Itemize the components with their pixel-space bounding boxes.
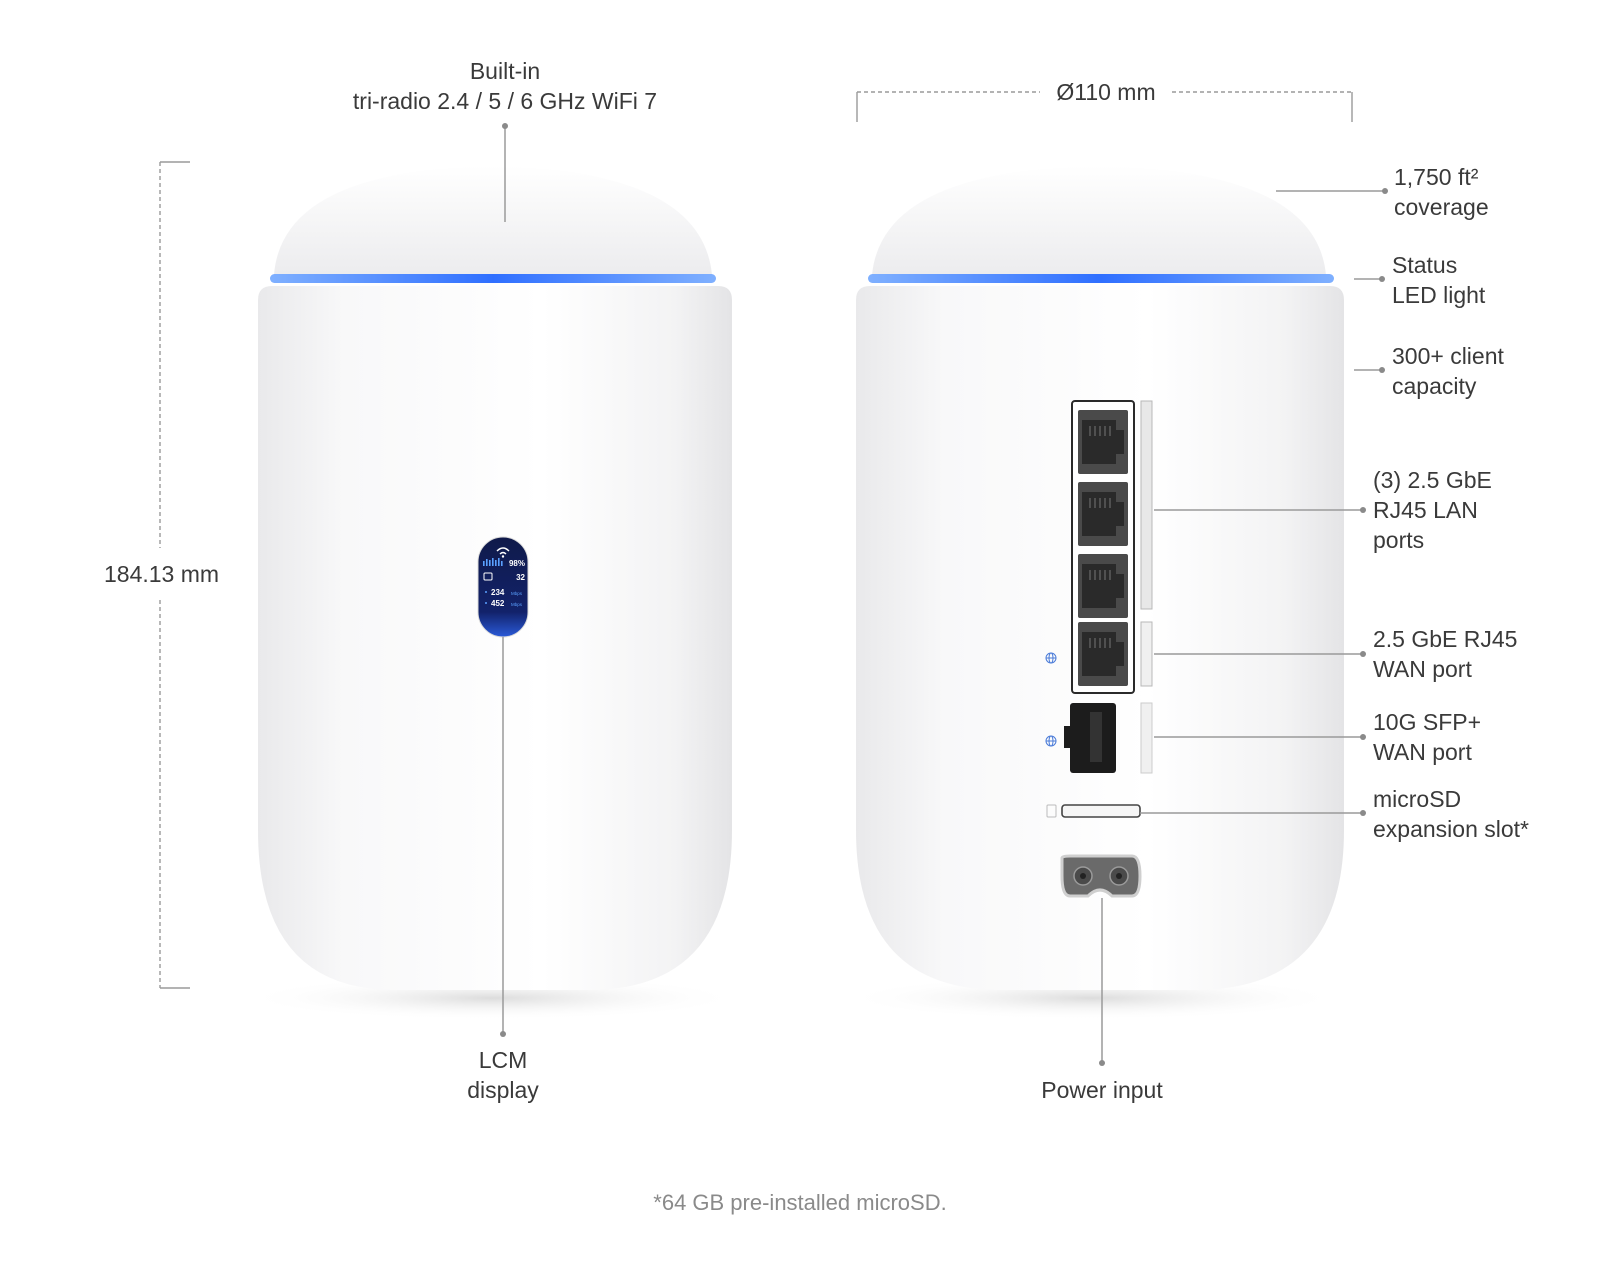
rj45-port-3 xyxy=(1078,554,1128,618)
callout-client-capacity: 300+ client capacity xyxy=(1392,341,1504,401)
callout-sfp-port-line-1: 10G SFP+ xyxy=(1373,709,1482,735)
callout-microsd-slot: microSD expansion slot* xyxy=(1373,784,1529,844)
screen-percent: 98% xyxy=(509,559,525,568)
screen-download-unit: Mbps xyxy=(511,602,523,607)
front-unit: 98% 32 234 Mbps 452 Mbps xyxy=(159,123,742,1037)
callout-client-capacity-line-2: capacity xyxy=(1392,373,1477,399)
lan-port-strip xyxy=(1140,400,1153,610)
rear-cap xyxy=(872,166,1326,275)
lcm-label-line-2: display xyxy=(467,1077,539,1103)
sd-card-icon xyxy=(1046,804,1057,818)
callout-wan-port-line-1: 2.5 GbE RJ45 xyxy=(1373,626,1518,652)
screen-upload: 234 xyxy=(491,588,505,597)
callout-status-led-line-1: Status xyxy=(1392,252,1458,278)
signal-bars-icon xyxy=(483,558,503,566)
diameter-dimension xyxy=(856,91,1353,122)
callout-client-capacity-line-1: 300+ client xyxy=(1392,343,1504,369)
callout-status-led: Status LED light xyxy=(1392,250,1485,310)
sfp-port-strip xyxy=(1140,702,1153,774)
rj45-wan-port xyxy=(1078,622,1128,686)
callout-lan-ports-line-2: RJ45 LAN xyxy=(1373,497,1478,523)
wifi-icon xyxy=(496,547,510,555)
lcm-screen: 98% 32 234 Mbps 452 Mbps xyxy=(477,536,529,638)
callout-coverage-line-2: coverage xyxy=(1394,194,1489,220)
sfp-port xyxy=(1064,703,1116,773)
wan-port-strip xyxy=(1140,621,1153,687)
callout-microsd-line-1: microSD xyxy=(1373,786,1462,812)
power-input-label: Power input xyxy=(1041,1077,1163,1103)
device-icon xyxy=(483,572,493,581)
callout-coverage-line-1: 1,750 ft² xyxy=(1394,164,1479,190)
callout-wan-port: 2.5 GbE RJ45 WAN port xyxy=(1373,624,1517,684)
height-dimension xyxy=(159,161,190,989)
rj45-port-2 xyxy=(1078,482,1128,546)
front-led-ring xyxy=(270,274,716,283)
rear-unit xyxy=(842,91,1388,1066)
callout-leaders xyxy=(1099,188,1388,1066)
globe-icon xyxy=(1045,652,1057,747)
callout-lan-ports-line-3: ports xyxy=(1373,527,1425,553)
footnote: *64 GB pre-installed microSD. xyxy=(653,1190,947,1215)
wifi-label-line-2: tri-radio 2.4 / 5 / 6 GHz WiFi 7 xyxy=(352,88,658,114)
power-inlet xyxy=(1060,854,1142,898)
callout-lan-ports-line-1: (3) 2.5 GbE xyxy=(1373,467,1492,493)
front-cap xyxy=(274,166,712,275)
callout-sfp-port-line-2: WAN port xyxy=(1373,739,1472,765)
diameter-dimension-label: Ø110 mm xyxy=(1056,79,1156,105)
screen-download: 452 xyxy=(491,599,505,608)
lcm-display-label: LCM display xyxy=(443,1045,563,1105)
callout-microsd-line-2: expansion slot* xyxy=(1373,816,1529,842)
rear-led-ring xyxy=(868,274,1334,283)
height-dimension-label: 184.13 mm xyxy=(104,561,220,587)
callout-status-led-line-2: LED light xyxy=(1392,282,1486,308)
screen-upload-unit: Mbps xyxy=(511,591,523,596)
microsd-slot xyxy=(1061,804,1141,818)
rj45-port-1 xyxy=(1078,410,1128,474)
callout-sfp-port: 10G SFP+ WAN port xyxy=(1373,707,1481,767)
screen-clients: 32 xyxy=(516,573,525,582)
callout-wan-port-line-2: WAN port xyxy=(1373,656,1472,682)
lcm-label-line-1: LCM xyxy=(478,1047,528,1073)
callout-lan-ports: (3) 2.5 GbE RJ45 LAN ports xyxy=(1373,465,1492,555)
wifi-label: Built-in tri-radio 2.4 / 5 / 6 GHz WiFi … xyxy=(305,56,705,116)
wifi-label-line-1: Built-in xyxy=(469,58,541,84)
front-body xyxy=(258,286,732,990)
callout-coverage: 1,750 ft² coverage xyxy=(1394,162,1489,222)
